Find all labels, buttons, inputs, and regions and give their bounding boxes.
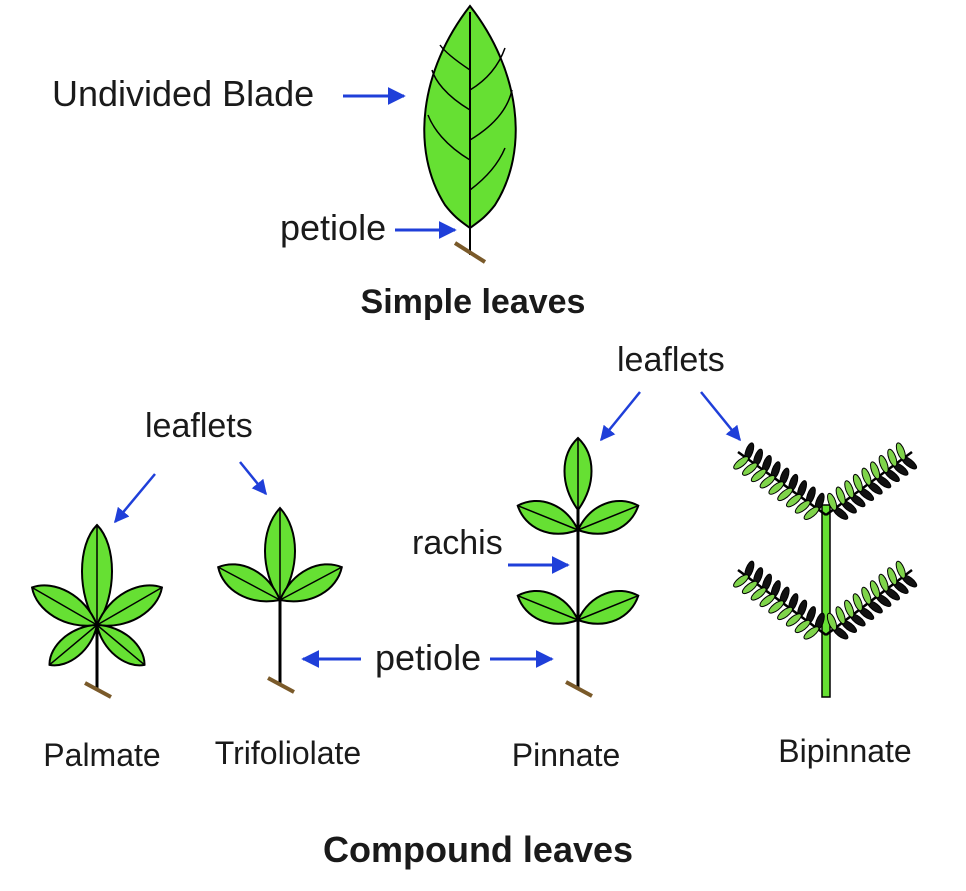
bipinnate-leaflet	[870, 461, 881, 480]
bipinnate-leaflet	[861, 586, 872, 605]
compound-petiole-label: petiole	[375, 637, 481, 678]
bipinnate-leaflet	[777, 487, 793, 502]
bipinnate-leaflet	[741, 580, 758, 595]
palmate-leaf	[30, 523, 164, 699]
leaflets-right-arrow-2	[700, 391, 741, 442]
bipinnate-leaf	[733, 442, 918, 698]
leaflets-left-arrow-2	[239, 461, 267, 496]
bipinnate-leaflet	[835, 486, 846, 505]
bipinnate-leaflet	[844, 480, 855, 499]
bipinnate-leaflet	[878, 573, 889, 592]
leaflets-left-label: leaflets	[145, 407, 253, 445]
bipinnate-leaflet	[895, 442, 906, 461]
bipinnate-leaflet	[887, 567, 898, 586]
bipinnate-leaflet	[861, 467, 872, 486]
bipinnate-leaflet	[750, 587, 767, 601]
bipinnate-caption: Bipinnate	[778, 733, 911, 769]
bipinnate-leaflet	[803, 626, 820, 640]
compound-leaves-caption: Compound leaves	[323, 829, 633, 870]
trifoliolate-leaf	[217, 506, 343, 694]
bipinnate-leaflet	[768, 600, 785, 614]
bipinnate-leaflet	[803, 506, 820, 520]
bipinnate-leaflet	[759, 474, 776, 489]
undivided-blade-label: Undivided Blade	[52, 73, 314, 114]
bipinnate-leaflet	[785, 613, 802, 627]
rachis-label: rachis	[412, 524, 503, 562]
bipinnate-leaflet	[826, 612, 838, 631]
bipinnate-rachis	[821, 504, 831, 698]
bipinnate-leaflet	[759, 593, 776, 608]
bipinnate-leaflet	[733, 456, 749, 470]
trifoliolate-caption: Trifoliolate	[215, 735, 361, 771]
bipinnate-leaflet	[878, 455, 889, 474]
bipinnate-leaflet	[786, 493, 802, 508]
leaflets-right-label: leaflets	[617, 341, 725, 379]
bipinnate-leaflet	[794, 619, 811, 634]
palmate-caption: Palmate	[43, 737, 160, 773]
bipinnate-leaflet	[768, 481, 785, 495]
bipinnate-leaflet	[733, 574, 749, 588]
bipinnate-pinnae	[733, 442, 918, 640]
simple-leaf	[423, 4, 517, 264]
pinnate-caption: Pinnate	[512, 737, 621, 773]
bipinnate-leaflet	[794, 500, 811, 514]
leaflets-left-arrow-1	[114, 473, 156, 524]
bipinnate-leaflet	[835, 606, 846, 625]
bipinnate-leaflet	[777, 606, 793, 621]
pinnate-leaf	[516, 436, 640, 698]
bipinnate-leaflet	[742, 462, 758, 476]
bipinnate-leaflet	[827, 492, 838, 511]
bipinnate-leaflet	[887, 448, 898, 467]
bipinnate-leaflet	[895, 560, 906, 579]
leaflets-right-arrow-1	[600, 391, 641, 442]
bipinnate-leaflet	[750, 468, 767, 483]
simple-leaf-base	[453, 241, 487, 264]
bipinnate-leaflet	[869, 580, 881, 599]
simple-petiole-label: petiole	[280, 207, 386, 248]
simple-leaves-caption: Simple leaves	[361, 283, 586, 321]
bipinnate-leaflet	[852, 473, 863, 492]
bipinnate-leaflet	[844, 599, 855, 618]
bipinnate-leaflet	[852, 593, 863, 612]
